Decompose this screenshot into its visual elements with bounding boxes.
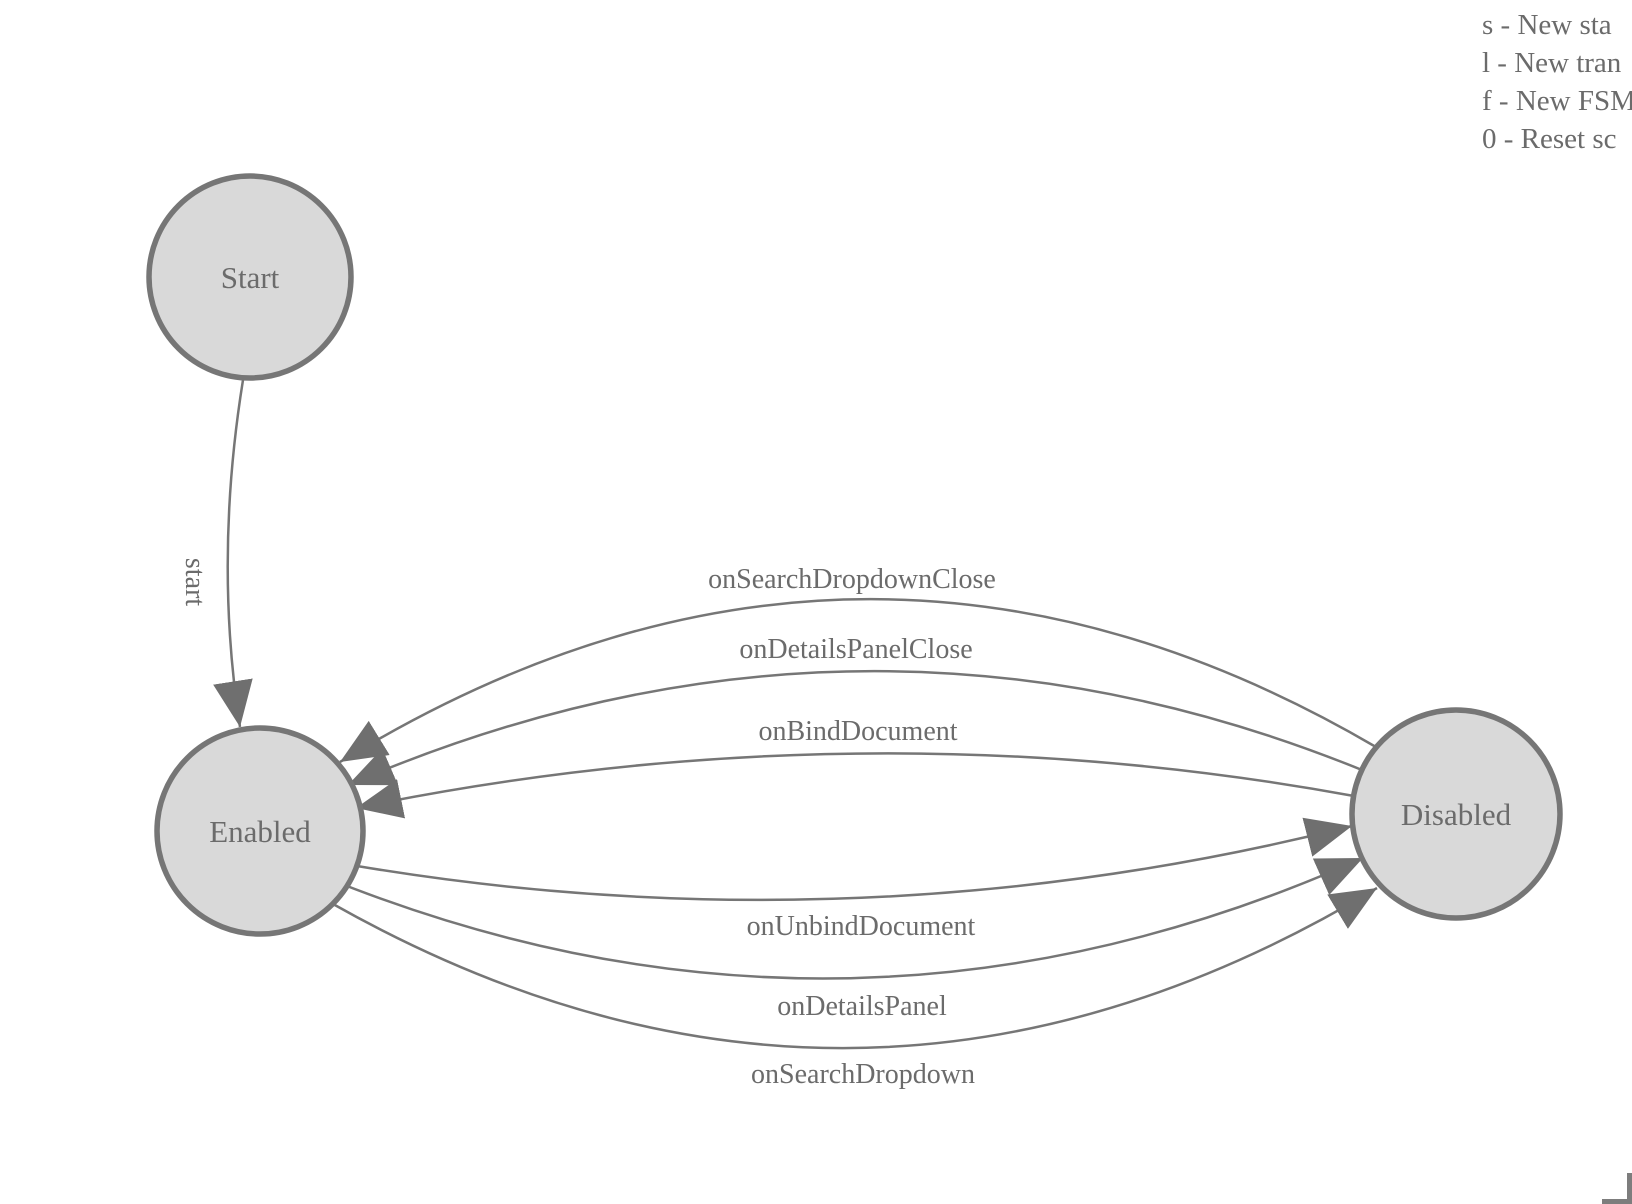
transition-label-onDetailsPanelClose[interactable]: onDetailsPanelClose <box>739 634 972 665</box>
transition-onSearchDropdown[interactable] <box>332 886 1378 1050</box>
state-label-disabled: Disabled <box>1401 797 1512 832</box>
state-circle-disabled[interactable] <box>1349 707 1563 921</box>
shortcut-legend-line: 0 - Reset sc <box>1482 123 1617 155</box>
transition-label-onDetailsPanel[interactable]: onDetailsPanel <box>777 991 947 1022</box>
transition-start[interactable] <box>213 379 253 728</box>
shortcut-legend-line: f - New FSM <box>1482 85 1632 117</box>
transition-onUnbindDocument[interactable] <box>356 817 1353 902</box>
transition-onSearchDropdownClose[interactable] <box>339 598 1377 764</box>
state-circle-enabled[interactable] <box>154 725 366 937</box>
shortcut-legend-line: s - New sta <box>1482 9 1612 41</box>
transition-label-onSearchDropdown[interactable]: onSearchDropdown <box>751 1059 975 1090</box>
state-node-enabled[interactable]: Enabled <box>154 725 366 937</box>
state-node-disabled[interactable]: Disabled <box>1349 707 1563 921</box>
state-node-start[interactable]: Start <box>146 173 354 381</box>
transition-onDetailsPanel[interactable] <box>346 856 1364 980</box>
resize-corner-horizontal-bar <box>1602 1199 1632 1204</box>
transition-label-start[interactable]: start <box>179 558 210 606</box>
state-label-enabled: Enabled <box>209 814 311 849</box>
shortcut-legend: s - New sta l - New tran f - New FSM 0 -… <box>1482 6 1632 158</box>
shortcut-legend-line: l - New tran <box>1482 47 1622 79</box>
transition-label-onUnbindDocument[interactable]: onUnbindDocument <box>747 911 976 942</box>
transition-onBindDocument[interactable] <box>355 752 1355 819</box>
transition-label-onSearchDropdownClose[interactable]: onSearchDropdownClose <box>708 564 996 595</box>
state-circle-start[interactable] <box>146 173 354 381</box>
state-label-start: Start <box>221 260 280 295</box>
transition-label-onBindDocument[interactable]: onBindDocument <box>758 716 957 747</box>
transition-onDetailsPanelClose[interactable] <box>347 669 1363 787</box>
resize-corner-vertical-bar <box>1627 1173 1632 1204</box>
